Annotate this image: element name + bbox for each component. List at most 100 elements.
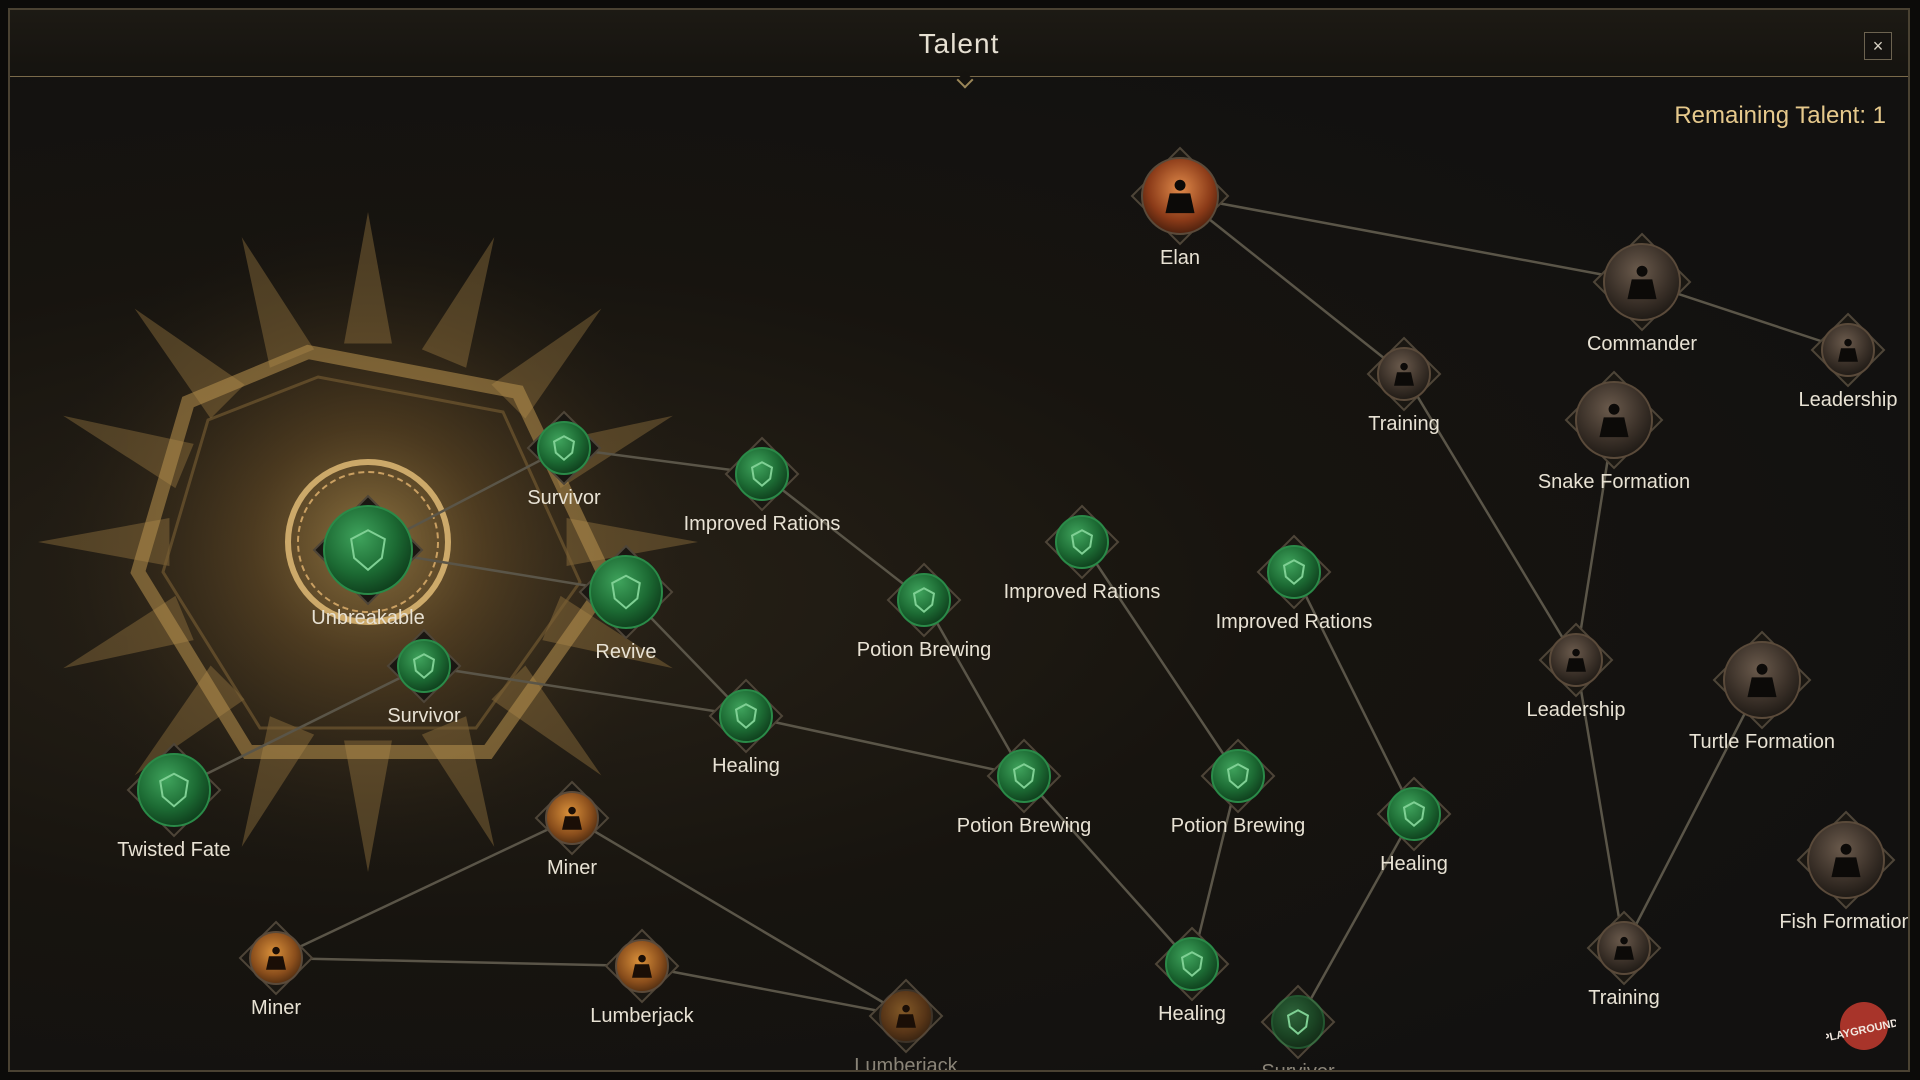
talent-node-healing-1[interactable]: Healing — [708, 678, 784, 777]
talent-node-survivor-3[interactable]: Survivor — [1260, 984, 1336, 1072]
remaining-talent: Remaining Talent: 1 — [1674, 102, 1886, 130]
node-orb — [323, 505, 413, 595]
skull-crossed-axes-icon — [1165, 179, 1195, 214]
lumberjack-icon — [632, 954, 652, 978]
talent-node-healing-2[interactable]: Healing — [1376, 776, 1452, 875]
talent-node-label: Training — [1588, 987, 1660, 1009]
sun-ray — [241, 237, 315, 368]
talent-node-label: Leadership — [1527, 699, 1626, 721]
talent-node-survivor-1[interactable]: Survivor — [526, 410, 602, 509]
talent-node-label: Unbreakable — [311, 607, 424, 629]
connection-line — [641, 964, 907, 1018]
node-orb — [719, 689, 773, 743]
talent-node-label: Healing — [1380, 853, 1448, 875]
talent-node-label: Potion Brewing — [957, 815, 1092, 837]
talent-node-lumberjack-1[interactable]: Lumberjack — [590, 928, 695, 1027]
connection-line — [173, 664, 425, 792]
formation-icon — [1831, 843, 1861, 878]
connection-line — [1023, 775, 1193, 965]
talent-node-improved-rations-1[interactable]: Improved Rations — [684, 436, 841, 535]
connection-line — [1402, 373, 1578, 661]
talent-node-label: Improved Rations — [1004, 581, 1161, 603]
shield-icon — [1226, 763, 1250, 790]
remaining-talent-label: Remaining Talent: 1 — [1674, 102, 1886, 129]
talent-node-improved-rations-3[interactable]: Improved Rations — [1216, 534, 1373, 633]
talent-node-label: Survivor — [1261, 1061, 1335, 1072]
talent-node-label: Revive — [595, 641, 656, 663]
talent-node-label: Potion Brewing — [857, 639, 992, 661]
talent-node-lumberjack-2[interactable]: Lumberjack — [854, 978, 959, 1072]
talent-node-label: Lumberjack — [590, 1005, 694, 1027]
shield-icon — [750, 461, 774, 488]
talent-node-snake-formation[interactable]: Snake Formation — [1538, 370, 1690, 493]
sun-ray — [344, 740, 392, 872]
node-orb — [1387, 787, 1441, 841]
talent-node-miner-2[interactable]: Miner — [238, 920, 314, 1019]
sun-ray — [491, 665, 602, 776]
connection-line — [275, 956, 643, 968]
title-bar: Talent — [10, 10, 1908, 77]
talent-node-label: Healing — [1158, 1003, 1226, 1025]
soldier-icon — [1627, 265, 1657, 300]
shield-icon — [552, 435, 576, 462]
talent-node-training-2[interactable]: Training — [1586, 910, 1662, 1009]
talent-node-survivor-2[interactable]: Survivor — [386, 628, 462, 727]
connection-line — [745, 714, 1025, 778]
node-orb — [997, 749, 1051, 803]
talent-node-healing-3[interactable]: Healing — [1154, 926, 1230, 1025]
talent-node-label: Survivor — [527, 487, 601, 509]
shield-icon — [1402, 801, 1426, 828]
sun-ray — [344, 212, 392, 344]
close-button[interactable]: × — [1864, 32, 1892, 60]
talent-node-label: Potion Brewing — [1171, 815, 1306, 837]
talent-node-leadership-1[interactable]: Leadership — [1799, 312, 1898, 411]
hexagon-frame — [130, 344, 617, 759]
talent-node-commander[interactable]: Commander — [1587, 232, 1697, 355]
talent-node-label: Turtle Formation — [1689, 731, 1835, 753]
miner-icon — [266, 946, 286, 970]
shield-icon — [412, 653, 436, 680]
talent-node-label: Survivor — [387, 705, 461, 727]
soldier-icon — [1566, 648, 1586, 672]
connection-line — [1190, 775, 1240, 965]
talent-node-elan[interactable]: Elan — [1130, 146, 1230, 269]
connection-line — [275, 816, 573, 960]
talent-node-potion-brewing-2[interactable]: Potion Brewing — [957, 738, 1092, 837]
talent-node-label: Improved Rations — [684, 513, 841, 535]
talent-node-improved-rations-2[interactable]: Improved Rations — [1004, 504, 1161, 603]
talent-node-label: Twisted Fate — [117, 839, 230, 861]
node-orb — [1055, 515, 1109, 569]
talent-node-miner-1[interactable]: Miner — [534, 780, 610, 879]
talent-node-revive[interactable]: Revive — [578, 544, 674, 663]
soldier-icon — [1614, 936, 1634, 960]
soldier-icon — [1838, 338, 1858, 362]
connection-line — [423, 664, 747, 718]
talent-node-unbreakable[interactable]: Unbreakable — [311, 494, 425, 629]
talent-node-label: Lumberjack — [854, 1055, 958, 1072]
connection-line — [1574, 659, 1626, 949]
talent-node-fish-formation[interactable]: Fish Formation — [1779, 810, 1910, 933]
talent-node-turtle-formation[interactable]: Turtle Formation — [1689, 630, 1835, 753]
talent-node-label: Commander — [1587, 333, 1697, 355]
node-orb — [1165, 937, 1219, 991]
formation-icon — [1747, 663, 1777, 698]
shield-icon — [1286, 1009, 1310, 1036]
connection-line — [571, 816, 907, 1018]
shield-icon — [1180, 951, 1204, 978]
sun-ray — [421, 237, 495, 368]
talent-node-label: Improved Rations — [1216, 611, 1373, 633]
connection-line — [1622, 679, 1764, 949]
talent-node-leadership-2[interactable]: Leadership — [1527, 622, 1626, 721]
sun-ray — [542, 595, 673, 669]
talent-node-potion-brewing-3[interactable]: Potion Brewing — [1171, 738, 1306, 837]
talent-node-training-1[interactable]: Training — [1366, 336, 1442, 435]
shield-icon — [611, 574, 641, 610]
talent-node-twisted-fate[interactable]: Twisted Fate — [117, 742, 231, 861]
talent-node-potion-brewing-1[interactable]: Potion Brewing — [857, 562, 992, 661]
window-title: Talent — [918, 28, 1000, 59]
playground-badge-icon: PLAYGROUND — [1826, 1002, 1896, 1050]
connection-line — [1296, 813, 1416, 1023]
talent-node-label: Fish Formation — [1779, 911, 1910, 933]
connection-line — [761, 473, 925, 601]
